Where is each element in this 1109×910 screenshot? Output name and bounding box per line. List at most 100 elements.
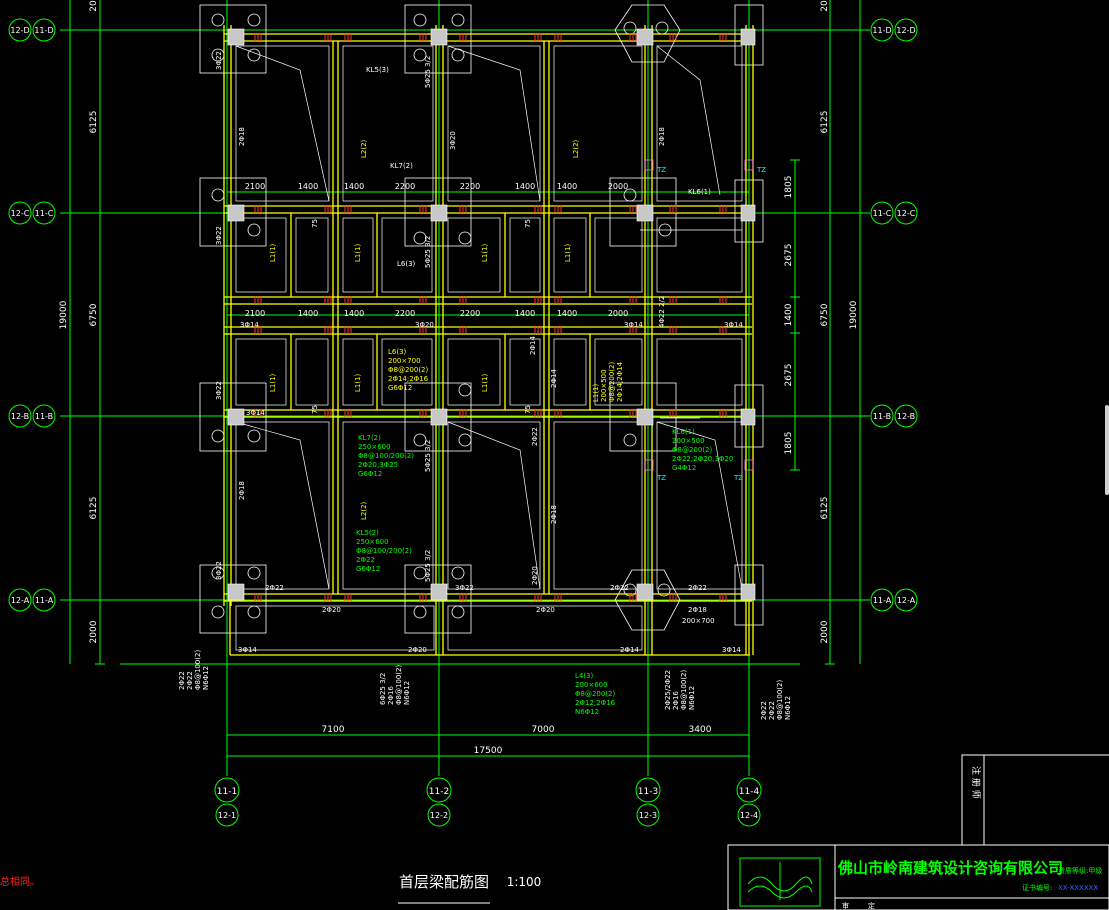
rebar-3c22-a2: 3Φ22	[455, 584, 474, 592]
beam-spec-line: 250×600	[358, 443, 391, 451]
rebar-3c14-4: 3Φ14	[724, 321, 743, 329]
beam-spec-line: G4Φ12	[672, 464, 696, 472]
grid-label-left-d-a: 12-D	[10, 26, 29, 35]
company-name: 佛山市岭南建筑设计咨询有限公司	[837, 859, 1063, 877]
beam-spec-line: 2Φ12;2Φ16	[575, 699, 616, 707]
lb-200x700: 200×700	[682, 617, 715, 625]
lb-2c18: 2Φ18	[688, 606, 707, 614]
dim-top-partial-left: 20	[89, 0, 99, 12]
rebar-2c14-mid: 2Φ14	[550, 369, 558, 388]
grid-label-right-a-b: 11-A	[873, 596, 892, 605]
rebar-4c22-right: 4Φ22 2/2	[658, 296, 666, 328]
tag-l1-b2: L1(1)	[354, 373, 362, 392]
beam-spec-line: KL7(2)	[358, 434, 381, 442]
rebar-2c22-a1: 2Φ22	[265, 584, 284, 592]
beam-spec-line: L4(3)	[575, 672, 594, 680]
dim-bottom-2: 7000	[532, 725, 555, 735]
rebar-3c14-c1: 3Φ14	[246, 409, 265, 417]
rebar-5c25-c: 5Φ25 3/2	[424, 236, 432, 268]
left-note-fragment: 总相同。	[0, 875, 40, 888]
beam-spec-line: KL6(1)	[672, 428, 695, 436]
beam-spec-line: N6Φ12	[784, 696, 792, 720]
tag-l1-b3: L1(1)	[481, 373, 489, 392]
dim-bottom-3: 3400	[689, 725, 712, 735]
dim-right-1: 6125	[820, 111, 830, 134]
rebar-2c18-left: 2Φ18	[238, 127, 246, 146]
rebar-75-4: 75	[524, 405, 532, 414]
beam-spec-line: 2Φ14;2Φ14	[616, 361, 624, 402]
span-dimension: 1400	[298, 182, 318, 191]
grid-label-left-a-a: 12-A	[11, 596, 30, 605]
rebar-2c20-bot: 2Φ20	[408, 646, 427, 654]
grid-label-left-d-b: 11-D	[34, 26, 53, 35]
rebar-75-1: 75	[311, 219, 319, 228]
grid-bubbles	[8, 18, 918, 827]
rebar-3c22-b1: 3Φ22	[215, 381, 223, 400]
beam-spec-line: 200×500	[600, 369, 608, 402]
vertical-scrollbar[interactable]	[1105, 405, 1109, 495]
grid-label-left-b-b: 11-B	[35, 412, 53, 421]
beam-spec-line: N6Φ12	[202, 666, 210, 690]
span-dimension: 1400	[344, 182, 364, 191]
dim-left-2: 6750	[89, 303, 99, 326]
beam-label-tz-1: TZ	[656, 166, 666, 174]
span-dimension: 2100	[245, 309, 265, 318]
dim-left-3: 6125	[89, 497, 99, 520]
beam-spec-line: 200×500	[672, 437, 705, 445]
span-dimension: 1400	[557, 182, 577, 191]
dim-right-inner-2: 2675	[784, 244, 794, 267]
dim-right-3: 6125	[820, 497, 830, 520]
beam-spec-line: L1(1)	[592, 383, 600, 402]
dim-right-4: 2000	[820, 620, 830, 643]
rebar-3c14-1: 3Φ14	[240, 321, 259, 329]
grid-labels: 12-D 11-D 12-C 11-C 12-B 11-B 12-A 11-A …	[10, 26, 915, 820]
grid-label-left-a-b: 11-A	[35, 596, 54, 605]
cert-label: 证书编号:	[1022, 883, 1052, 892]
rebar-2c20-a3: 2Φ20	[531, 566, 539, 585]
span-dimension: 2000	[608, 182, 628, 191]
dim-right-inner-3: 1400	[784, 303, 794, 326]
grid-label-3-bottom: 12-3	[639, 811, 657, 820]
grid-label-right-d-b: 11-D	[872, 26, 891, 35]
grid-label-1-bottom: 12-1	[218, 811, 236, 820]
beam-spec-line: G6Φ12	[388, 384, 412, 392]
rebar-2c22-b2: 2Φ22	[531, 427, 539, 446]
dim-top-partial-right: 20	[820, 0, 830, 12]
dim-bottom-1: 7100	[322, 725, 345, 735]
grid-label-1-top: 11-1	[217, 787, 237, 797]
dim-right-inner-1: 1805	[784, 176, 794, 199]
beams	[223, 25, 754, 656]
grid-label-right-d-a: 12-D	[896, 26, 915, 35]
tag-l2-top-left: L2(2)	[360, 139, 368, 158]
rebar-2c18-lower-mid: 2Φ18	[550, 505, 558, 524]
beam-spec-line: 2Φ20;3Φ25	[358, 461, 398, 469]
beam-spec-line: 2Φ22	[356, 556, 375, 564]
beam-spec-line: Φ8@200(2)	[608, 361, 616, 402]
beam-spec-line: Φ8@100(2)	[776, 679, 784, 720]
dim-left-4: 2000	[89, 620, 99, 643]
beam-spec-line: 2Φ22;2Φ20;3Φ20	[672, 455, 733, 463]
beam-spec-line: Φ8@100(2)	[194, 649, 202, 690]
beam-spec-line: 200×700	[388, 357, 421, 365]
rebar-2c14-mid2: 2Φ14	[529, 336, 537, 355]
span-dimension: 1400	[344, 309, 364, 318]
tag-l2-top-right: L2(2)	[572, 139, 580, 158]
grid-label-left-c-b: 11-C	[35, 209, 54, 218]
rebar-3c14-3: 3Φ14	[624, 321, 643, 329]
span-dimension: 2200	[460, 182, 480, 191]
rebar-75-3: 75	[311, 405, 319, 414]
tag-l2-lower: L2(2)	[360, 501, 368, 520]
rebar-3c20-mid: 3Φ20	[449, 131, 457, 150]
grid-label-right-b-a: 12-B	[897, 412, 915, 421]
grid-label-2-top: 11-2	[429, 787, 449, 797]
rebar-2c22-a3: 2Φ22	[610, 584, 629, 592]
dim-right-inner-5: 1805	[784, 432, 794, 455]
beam-label-l6: L6(3)	[397, 260, 416, 268]
grid-label-right-b-b: 11-B	[873, 412, 891, 421]
tag-l1-c3: L1(1)	[481, 243, 489, 262]
beam-spec-line: N6Φ12	[688, 686, 696, 710]
dim-bottom-total: 17500	[474, 746, 503, 756]
rebar-3c22-c1: 3Φ22	[215, 226, 223, 245]
rebar-3c20-2: 3Φ20	[415, 321, 434, 329]
